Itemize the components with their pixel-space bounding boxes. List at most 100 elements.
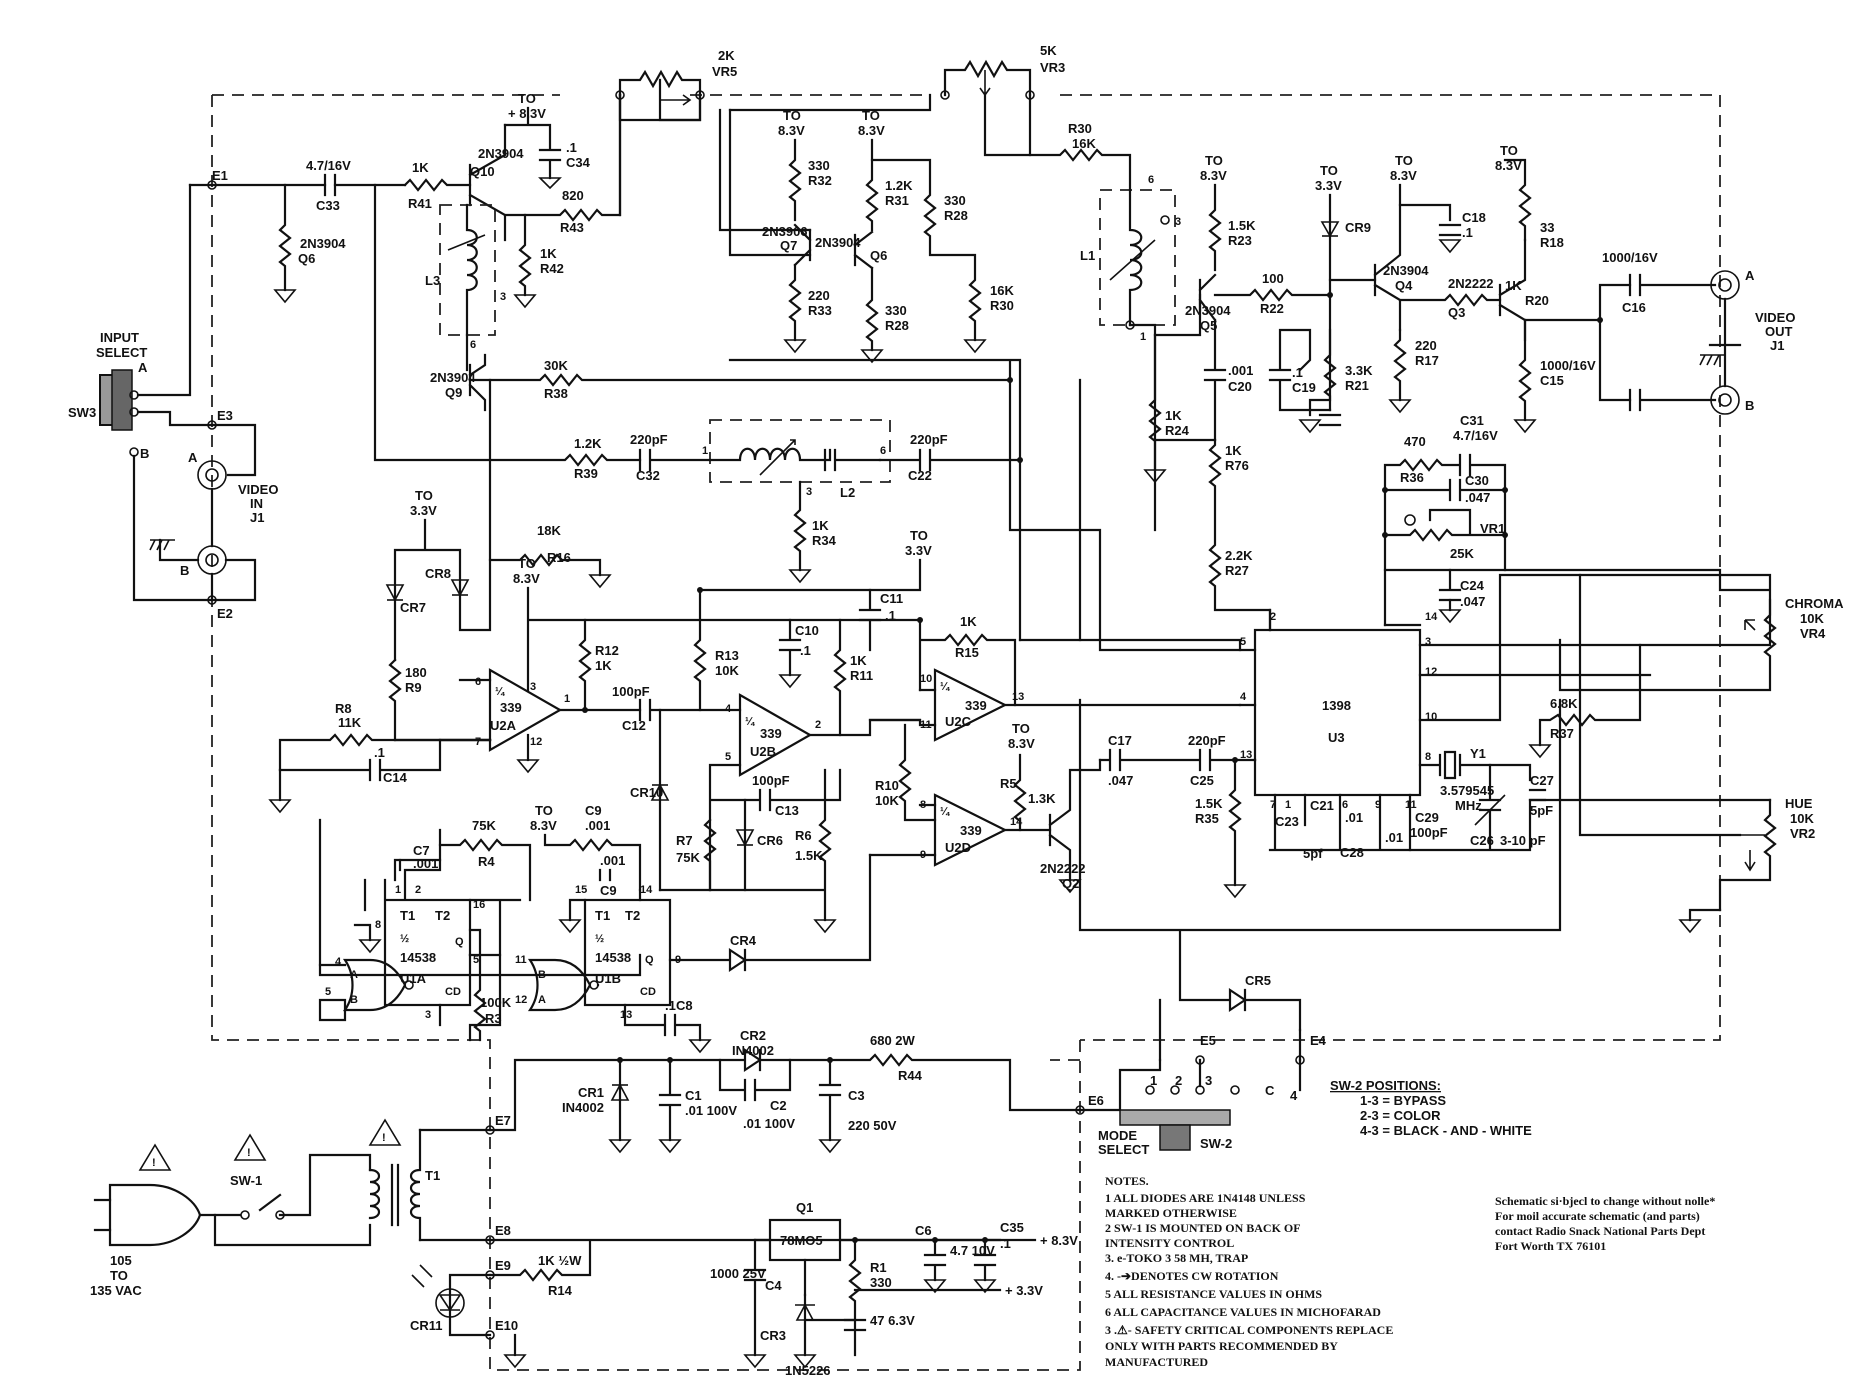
svg-text:R13: R13	[715, 648, 739, 663]
svg-text:½: ½	[400, 933, 409, 945]
svg-text:3.3V: 3.3V	[410, 503, 437, 518]
svg-text:ONLY WITH PARTS RECOMMENDED BY: ONLY WITH PARTS RECOMMENDED BY	[1105, 1339, 1338, 1353]
svg-text:1000/16V: 1000/16V	[1602, 250, 1658, 265]
svg-text:6 ALL CAPACITANCE VALUES IN: 6 ALL CAPACITANCE VALUES IN MICHOFARAD	[1105, 1305, 1381, 1319]
svg-text:1.5K: 1.5K	[795, 848, 823, 863]
transistor-q5: 2N3904 Q5	[1185, 273, 1231, 333]
svg-text:J1: J1	[1770, 338, 1784, 353]
svg-text:E4: E4	[1310, 1033, 1327, 1048]
svg-text:1: 1	[395, 884, 401, 896]
svg-text:E5: E5	[1200, 1033, 1216, 1048]
svg-text:Schematic si·bjecl to change w: Schematic si·bjecl to change without nol…	[1495, 1194, 1715, 1208]
svg-text:R3: R3	[485, 1011, 502, 1026]
svg-text:E10: E10	[495, 1318, 518, 1333]
svg-text:TO: TO	[862, 108, 880, 123]
svg-text:R11: R11	[850, 668, 873, 683]
opamp-u2b: ¼ 339 U2B 45 2	[725, 693, 821, 777]
svg-text:2N3904: 2N3904	[478, 146, 524, 161]
svg-text:NOTES.: NOTES.	[1105, 1174, 1149, 1188]
svg-text:330: 330	[808, 158, 830, 173]
svg-text:T2: T2	[625, 908, 640, 923]
svg-text:11K: 11K	[338, 715, 362, 730]
svg-text:4: 4	[335, 956, 342, 968]
svg-text:R14: R14	[548, 1283, 573, 1298]
transistor-q4: 2N3904 Q4	[1373, 203, 1429, 332]
svg-text:IN4002: IN4002	[732, 1043, 774, 1058]
svg-text:R23: R23	[1228, 233, 1252, 248]
svg-text:U1B: U1B	[595, 971, 621, 986]
svg-text:14538: 14538	[595, 950, 631, 965]
svg-text:10K: 10K	[1790, 811, 1814, 826]
svg-text:TO: TO	[1320, 163, 1338, 178]
svg-text:VR5: VR5	[712, 64, 737, 79]
svg-text:15: 15	[575, 884, 587, 896]
svg-text:R42: R42	[540, 261, 564, 276]
svg-text:1K: 1K	[1225, 443, 1242, 458]
svg-text:7: 7	[475, 736, 481, 748]
svg-text:.1: .1	[885, 608, 896, 623]
svg-text:C23: C23	[1275, 814, 1299, 829]
svg-text:SW3: SW3	[68, 405, 96, 420]
svg-text:78MO5: 78MO5	[780, 1233, 823, 1248]
svg-text:R39: R39	[574, 466, 598, 481]
svg-text:R15: R15	[955, 645, 979, 660]
svg-text:25K: 25K	[1450, 546, 1474, 561]
svg-text:.1: .1	[800, 643, 811, 658]
svg-text:T2: T2	[435, 908, 450, 923]
svg-text:75K: 75K	[472, 818, 496, 833]
svg-text:105: 105	[110, 1253, 132, 1268]
potentiometer-vr3: 5K VR3	[940, 43, 1065, 100]
svg-text:C13: C13	[775, 803, 799, 818]
svg-text:.001: .001	[1228, 363, 1253, 378]
svg-text:2N2222: 2N2222	[1040, 861, 1086, 876]
svg-text:8.3V: 8.3V	[1200, 168, 1227, 183]
svg-text:SELECT: SELECT	[96, 345, 147, 360]
svg-text:C9: C9	[585, 803, 602, 818]
svg-text:1: 1	[702, 445, 708, 457]
svg-text:1K: 1K	[1505, 278, 1522, 293]
svg-text:C32: C32	[636, 468, 660, 483]
svg-text:2.2K: 2.2K	[1225, 548, 1253, 563]
svg-text:1K: 1K	[850, 653, 867, 668]
svg-text:3. e-TOKO 3 58 MH, TRAP: 3. e-TOKO 3 58 MH, TRAP	[1105, 1251, 1248, 1265]
svg-text:339: 339	[960, 823, 982, 838]
svg-text:1K: 1K	[595, 658, 612, 673]
svg-text:T1: T1	[595, 908, 610, 923]
svg-text:6: 6	[880, 445, 886, 457]
svg-text:CR6: CR6	[757, 833, 783, 848]
svg-text:.01 100V: .01 100V	[743, 1116, 795, 1131]
svg-text:8: 8	[1425, 751, 1431, 763]
svg-text:339: 339	[760, 726, 782, 741]
svg-text:C29: C29	[1415, 810, 1439, 825]
svg-text:16K: 16K	[990, 283, 1014, 298]
svg-text:5pf: 5pf	[1303, 846, 1323, 861]
svg-text:VIDEO: VIDEO	[1755, 310, 1795, 325]
svg-text:2N2222: 2N2222	[1448, 276, 1494, 291]
svg-text:C19: C19	[1292, 380, 1316, 395]
svg-text:E1: E1	[212, 168, 228, 183]
svg-text:C: C	[1265, 1083, 1275, 1098]
opamp-u2a: ¼ 339 U2A 67 312 1	[475, 668, 570, 752]
svg-text:2N3904: 2N3904	[815, 235, 861, 250]
opamp-u2d: ¼ 339 U2D 89 14	[920, 793, 1023, 867]
svg-text:+ 3.3V: + 3.3V	[1005, 1283, 1043, 1298]
svg-text:10: 10	[920, 673, 932, 685]
svg-text:.1: .1	[1000, 1236, 1011, 1251]
svg-text:3: 3	[500, 291, 506, 303]
svg-text:¼: ¼	[940, 806, 950, 818]
svg-text:E7: E7	[495, 1113, 511, 1128]
svg-text:.047: .047	[1108, 773, 1133, 788]
svg-text:R16: R16	[547, 550, 571, 565]
svg-text:2N3904: 2N3904	[1185, 303, 1231, 318]
svg-text:2: 2	[1175, 1073, 1182, 1088]
svg-text:13: 13	[620, 1009, 632, 1021]
svg-text:100: 100	[1262, 271, 1284, 286]
svg-text:2N3904: 2N3904	[1383, 263, 1429, 278]
svg-text:18K: 18K	[537, 523, 561, 538]
svg-text:180: 180	[405, 665, 427, 680]
svg-text:A: A	[538, 994, 546, 1006]
svg-text:contact Radio Snack National: contact Radio Snack National Parts Dept	[1495, 1224, 1705, 1238]
